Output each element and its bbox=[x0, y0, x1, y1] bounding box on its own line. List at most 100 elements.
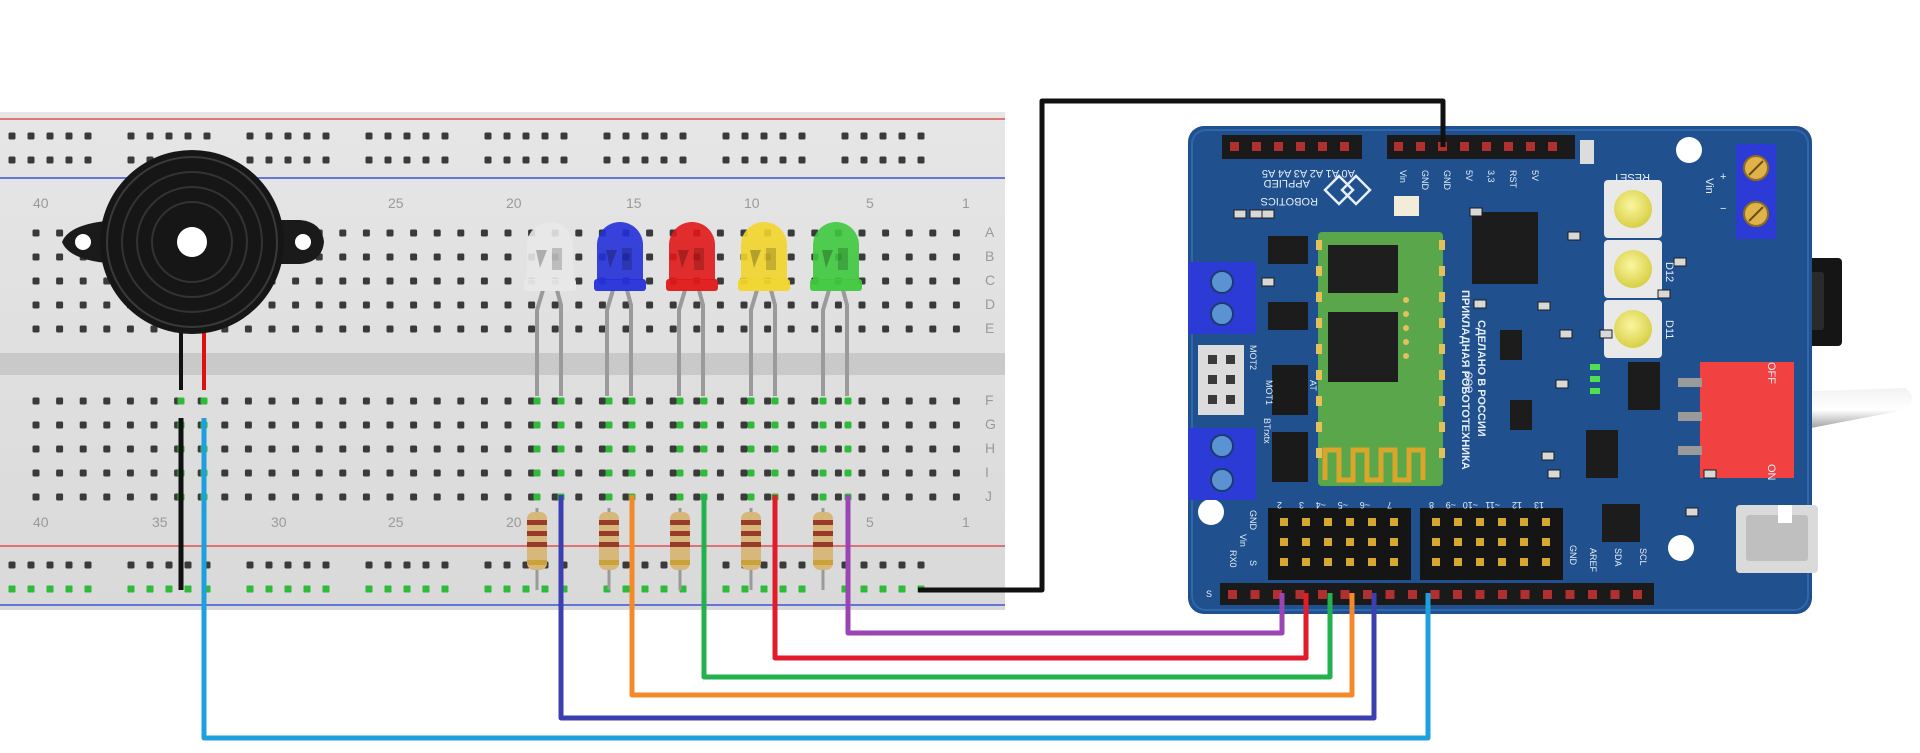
breadboard-hole[interactable] bbox=[221, 397, 229, 405]
mot-pin[interactable] bbox=[1226, 375, 1235, 384]
breadboard-hole[interactable] bbox=[760, 561, 768, 569]
breadboard-hole[interactable] bbox=[126, 445, 134, 453]
breadboard-hole[interactable] bbox=[315, 421, 323, 429]
breadboard-hole[interactable] bbox=[952, 445, 960, 453]
breadboard-hole[interactable] bbox=[811, 301, 819, 309]
breadboard-hole[interactable] bbox=[165, 132, 173, 140]
breadboard-hole[interactable] bbox=[528, 469, 536, 477]
breadboard-hole[interactable] bbox=[787, 445, 795, 453]
breadboard-hole[interactable] bbox=[716, 301, 724, 309]
breadboard-hole[interactable] bbox=[660, 132, 668, 140]
breadboard-hole[interactable] bbox=[150, 493, 158, 501]
breadboard-hole[interactable] bbox=[503, 156, 511, 164]
breadboard-hole[interactable] bbox=[79, 277, 87, 285]
breadboard-hole[interactable] bbox=[315, 445, 323, 453]
breadboard-hole[interactable] bbox=[693, 469, 701, 477]
digital-pin[interactable] bbox=[1476, 538, 1484, 546]
breadboard-hole[interactable] bbox=[433, 445, 441, 453]
breadboard-hole[interactable] bbox=[575, 445, 583, 453]
breadboard-hole[interactable] bbox=[457, 493, 465, 501]
breadboard-hole[interactable] bbox=[929, 277, 937, 285]
mot-pin[interactable] bbox=[1226, 355, 1235, 364]
breadboard-hole[interactable] bbox=[403, 561, 411, 569]
breadboard-hole[interactable] bbox=[480, 397, 488, 405]
breadboard-hole[interactable] bbox=[504, 301, 512, 309]
breadboard-hole[interactable] bbox=[339, 325, 347, 333]
breadboard-hole[interactable] bbox=[716, 229, 724, 237]
breadboard-hole[interactable] bbox=[8, 156, 16, 164]
digital-pin[interactable] bbox=[1324, 558, 1332, 566]
breadboard-hole[interactable] bbox=[952, 277, 960, 285]
d12-button[interactable] bbox=[1604, 240, 1662, 298]
breadboard-hole[interactable] bbox=[268, 445, 276, 453]
breadboard-hole[interactable] bbox=[741, 132, 749, 140]
breadboard-hole[interactable] bbox=[882, 469, 890, 477]
breadboard-hole[interactable] bbox=[46, 156, 54, 164]
breadboard-hole[interactable] bbox=[457, 445, 465, 453]
breadboard-hole[interactable] bbox=[575, 325, 583, 333]
breadboard-hole[interactable] bbox=[622, 469, 630, 477]
breadboard-hole[interactable] bbox=[764, 469, 772, 477]
breadboard-hole[interactable] bbox=[834, 325, 842, 333]
breadboard-hole[interactable] bbox=[315, 325, 323, 333]
breadboard-hole[interactable] bbox=[528, 397, 536, 405]
breadboard-hole[interactable] bbox=[410, 277, 418, 285]
breadboard-hole[interactable] bbox=[410, 301, 418, 309]
breadboard-hole[interactable] bbox=[103, 469, 111, 477]
breadboard-hole[interactable] bbox=[386, 469, 394, 477]
breadboard-hole[interactable] bbox=[315, 469, 323, 477]
breadboard-hole[interactable] bbox=[480, 253, 488, 261]
motor-screw[interactable] bbox=[1210, 270, 1234, 294]
breadboard-hole[interactable] bbox=[126, 325, 134, 333]
breadboard-hole[interactable] bbox=[244, 445, 252, 453]
breadboard-hole[interactable] bbox=[679, 156, 687, 164]
breadboard-hole[interactable] bbox=[362, 229, 370, 237]
breadboard-hole[interactable] bbox=[669, 493, 677, 501]
header-pin[interactable] bbox=[1296, 142, 1305, 151]
breadboard-hole[interactable] bbox=[480, 301, 488, 309]
breadboard-hole[interactable] bbox=[860, 132, 868, 140]
breadboard-hole[interactable] bbox=[265, 156, 273, 164]
breadboard-hole[interactable] bbox=[779, 561, 787, 569]
breadboard-hole[interactable] bbox=[858, 493, 866, 501]
breadboard-hole[interactable] bbox=[79, 493, 87, 501]
wire-led-red[interactable] bbox=[701, 495, 1333, 680]
breadboard-hole[interactable] bbox=[480, 445, 488, 453]
breadboard-hole[interactable] bbox=[126, 397, 134, 405]
breadboard-hole[interactable] bbox=[882, 253, 890, 261]
breadboard-hole[interactable] bbox=[560, 132, 568, 140]
breadboard-hole[interactable] bbox=[384, 132, 392, 140]
breadboard-hole[interactable] bbox=[905, 325, 913, 333]
breadboard-hole[interactable] bbox=[457, 421, 465, 429]
breadboard-hole[interactable] bbox=[669, 469, 677, 477]
breadboard-hole[interactable] bbox=[32, 277, 40, 285]
breadboard-hole[interactable] bbox=[32, 445, 40, 453]
reset-button-cap[interactable] bbox=[1614, 190, 1652, 228]
breadboard-hole[interactable] bbox=[575, 469, 583, 477]
breadboard-hole[interactable] bbox=[764, 493, 772, 501]
breadboard-hole[interactable] bbox=[268, 325, 276, 333]
header-pin[interactable] bbox=[1416, 142, 1425, 151]
breadboard-hole[interactable] bbox=[622, 132, 630, 140]
digital-pin[interactable] bbox=[1302, 558, 1310, 566]
digital-pin[interactable] bbox=[1368, 538, 1376, 546]
bottom-pin[interactable] bbox=[1633, 590, 1642, 599]
breadboard-hole[interactable] bbox=[504, 493, 512, 501]
breadboard-hole[interactable] bbox=[929, 325, 937, 333]
breadboard-hole[interactable] bbox=[410, 253, 418, 261]
digital-pin[interactable] bbox=[1324, 538, 1332, 546]
breadboard-hole[interactable] bbox=[882, 493, 890, 501]
breadboard-hole[interactable] bbox=[103, 421, 111, 429]
breadboard-hole[interactable] bbox=[246, 156, 254, 164]
bottom-pin[interactable] bbox=[1565, 590, 1575, 599]
breadboard-hole[interactable] bbox=[433, 469, 441, 477]
breadboard-hole[interactable] bbox=[422, 132, 430, 140]
breadboard-hole[interactable] bbox=[693, 421, 701, 429]
header-pin[interactable] bbox=[1340, 142, 1349, 151]
breadboard-hole[interactable] bbox=[339, 301, 347, 309]
breadboard-hole[interactable] bbox=[165, 561, 173, 569]
breadboard-hole[interactable] bbox=[641, 132, 649, 140]
breadboard-hole[interactable] bbox=[265, 561, 273, 569]
breadboard-hole[interactable] bbox=[362, 421, 370, 429]
breadboard-hole[interactable] bbox=[929, 445, 937, 453]
